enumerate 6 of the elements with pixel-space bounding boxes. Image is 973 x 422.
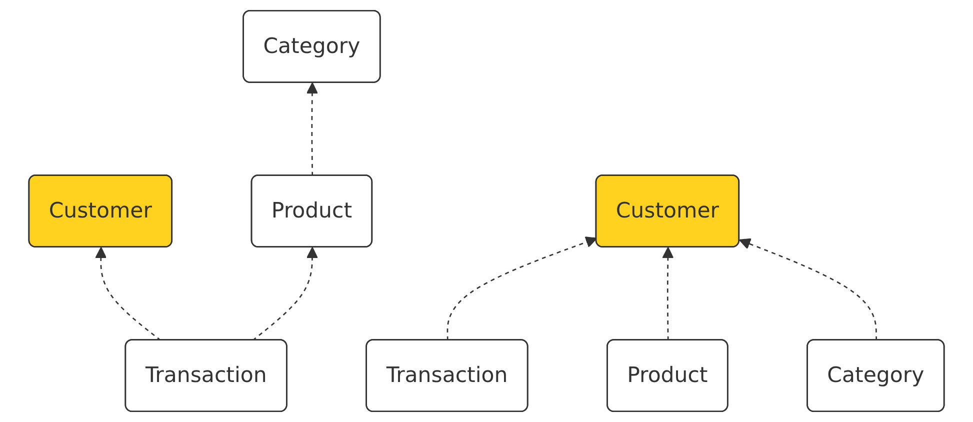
arrow: [446, 236, 598, 340]
arrow: [306, 82, 318, 176]
arrow: [662, 246, 674, 340]
arrow: [739, 238, 877, 340]
arrow: [252, 246, 318, 341]
arrow: [95, 246, 162, 341]
